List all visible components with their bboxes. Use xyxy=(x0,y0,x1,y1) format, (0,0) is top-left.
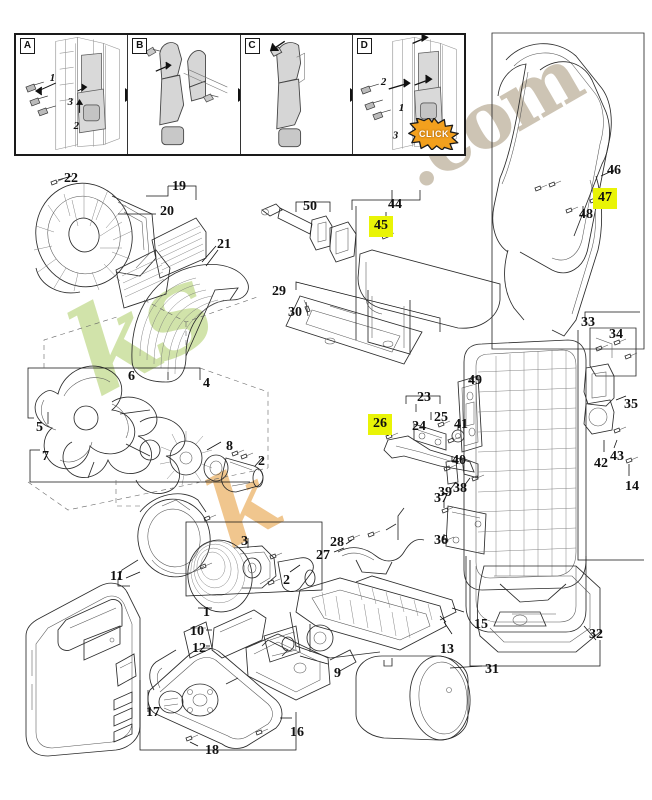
click-burst-icon xyxy=(408,118,459,150)
callout-36: 36 xyxy=(434,533,448,548)
callout-28: 28 xyxy=(330,535,344,550)
callout-25: 25 xyxy=(434,410,448,425)
part-group-base-plate xyxy=(286,282,440,364)
part-group-controller-module xyxy=(184,610,356,700)
panel-d-artwork: 2 1 3 xyxy=(360,35,457,151)
panel-label-d: D xyxy=(356,38,372,54)
panel-c-artwork xyxy=(269,40,305,148)
callout-3: 3 xyxy=(241,534,248,549)
callout-13: 13 xyxy=(440,642,454,657)
callout-43: 43 xyxy=(610,449,624,464)
svg-text:1: 1 xyxy=(398,102,403,114)
panel-b-artwork xyxy=(145,42,228,146)
instruction-panel-d[interactable]: D xyxy=(353,35,464,154)
callout-19: 19 xyxy=(172,179,186,194)
callout-11: 11 xyxy=(110,569,124,584)
callout-39: 39 xyxy=(438,485,452,500)
callout-8: 8 xyxy=(226,439,233,454)
part-group-lower-shroud xyxy=(470,560,600,666)
callout-31: 31 xyxy=(485,662,499,677)
callout-49: 49 xyxy=(468,373,482,388)
callout-33: 33 xyxy=(581,315,595,330)
part-group-curved-hose xyxy=(132,246,248,382)
impeller xyxy=(160,431,212,485)
callout-37: 37 xyxy=(434,491,448,506)
callout-34: 34 xyxy=(609,327,623,342)
part-group-battery-pack xyxy=(26,583,140,756)
part-group-brackets xyxy=(441,456,486,554)
callout-20: 20 xyxy=(160,204,174,219)
instruction-panel-b[interactable]: B xyxy=(128,35,241,154)
panel-label-b: B xyxy=(132,38,148,54)
part-group-throttle-linkage xyxy=(262,202,357,262)
callout-47: 47 xyxy=(593,188,617,209)
callout-27: 27 xyxy=(316,548,330,563)
part-group-wiring xyxy=(334,508,424,574)
part-group-canister xyxy=(356,654,482,742)
callout-48: 48 xyxy=(579,207,593,222)
part-group-blower-housing xyxy=(25,173,156,297)
instruction-panel-a[interactable]: A xyxy=(16,35,129,154)
callout-22: 22 xyxy=(64,171,78,186)
part-group-coil-drum xyxy=(182,522,322,617)
panel-label-c: C xyxy=(244,38,260,54)
svg-text:3: 3 xyxy=(67,96,74,108)
callout-46: 46 xyxy=(607,163,621,178)
callout-41: 41 xyxy=(454,417,468,432)
callout-2b: 2 xyxy=(283,573,290,588)
callout-15: 15 xyxy=(474,617,488,632)
callout-2: 2 xyxy=(258,454,265,469)
part-group-shroud xyxy=(352,190,500,354)
panel-sequence-arrow-c xyxy=(349,87,352,102)
svg-text:2: 2 xyxy=(380,76,387,88)
callout-5: 5 xyxy=(36,420,43,435)
panel-sequence-arrow-b xyxy=(237,87,240,102)
callout-1: 1 xyxy=(203,605,210,620)
motor-body xyxy=(204,449,263,492)
part-group-fan-assembly xyxy=(28,366,268,510)
callout-40: 40 xyxy=(452,453,466,468)
callout-7: 7 xyxy=(42,449,49,464)
part-group-battery-cover xyxy=(140,648,296,750)
part-group-control-board xyxy=(458,376,482,452)
callout-24: 24 xyxy=(412,419,426,434)
callout-10: 10 xyxy=(190,624,204,639)
part-group-fan-guard xyxy=(116,480,217,586)
callout-12: 12 xyxy=(192,641,206,656)
callout-29: 29 xyxy=(272,284,286,299)
svg-text:2: 2 xyxy=(73,120,80,132)
callout-9: 9 xyxy=(334,666,341,681)
part-group-harness-frame xyxy=(492,33,644,349)
callout-16: 16 xyxy=(290,725,304,740)
instruction-panel-c[interactable]: C xyxy=(241,35,353,154)
part-group-right-column xyxy=(578,312,644,560)
svg-text:1: 1 xyxy=(50,72,55,84)
callout-23: 23 xyxy=(417,390,431,405)
callout-21: 21 xyxy=(217,237,231,252)
callout-17: 17 xyxy=(146,705,160,720)
panel-sequence-arrow-a xyxy=(125,87,128,102)
assembly-instruction-panels: A xyxy=(14,33,466,156)
part-group-filter-cartridge xyxy=(116,218,206,308)
callout-4: 4 xyxy=(203,376,210,391)
callout-32: 32 xyxy=(589,627,603,642)
callout-14: 14 xyxy=(625,479,639,494)
panel-label-a: A xyxy=(20,38,35,54)
callout-18: 18 xyxy=(205,743,219,758)
part-group-engine-block xyxy=(264,576,464,664)
callout-26: 26 xyxy=(368,414,392,435)
part-group-backplate xyxy=(464,340,586,632)
svg-text:3: 3 xyxy=(391,130,398,142)
callout-42: 42 xyxy=(594,456,608,471)
callout-35: 35 xyxy=(624,397,638,412)
panel-a-artwork: 1 3 2 xyxy=(25,37,120,151)
callout-45: 45 xyxy=(369,216,393,237)
callout-38: 38 xyxy=(453,481,467,496)
click-badge-label: CLICK xyxy=(419,129,449,139)
callout-30: 30 xyxy=(288,305,302,320)
callout-50: 50 xyxy=(303,199,317,214)
callout-6: 6 xyxy=(128,369,135,384)
callout-44: 44 xyxy=(388,197,402,212)
